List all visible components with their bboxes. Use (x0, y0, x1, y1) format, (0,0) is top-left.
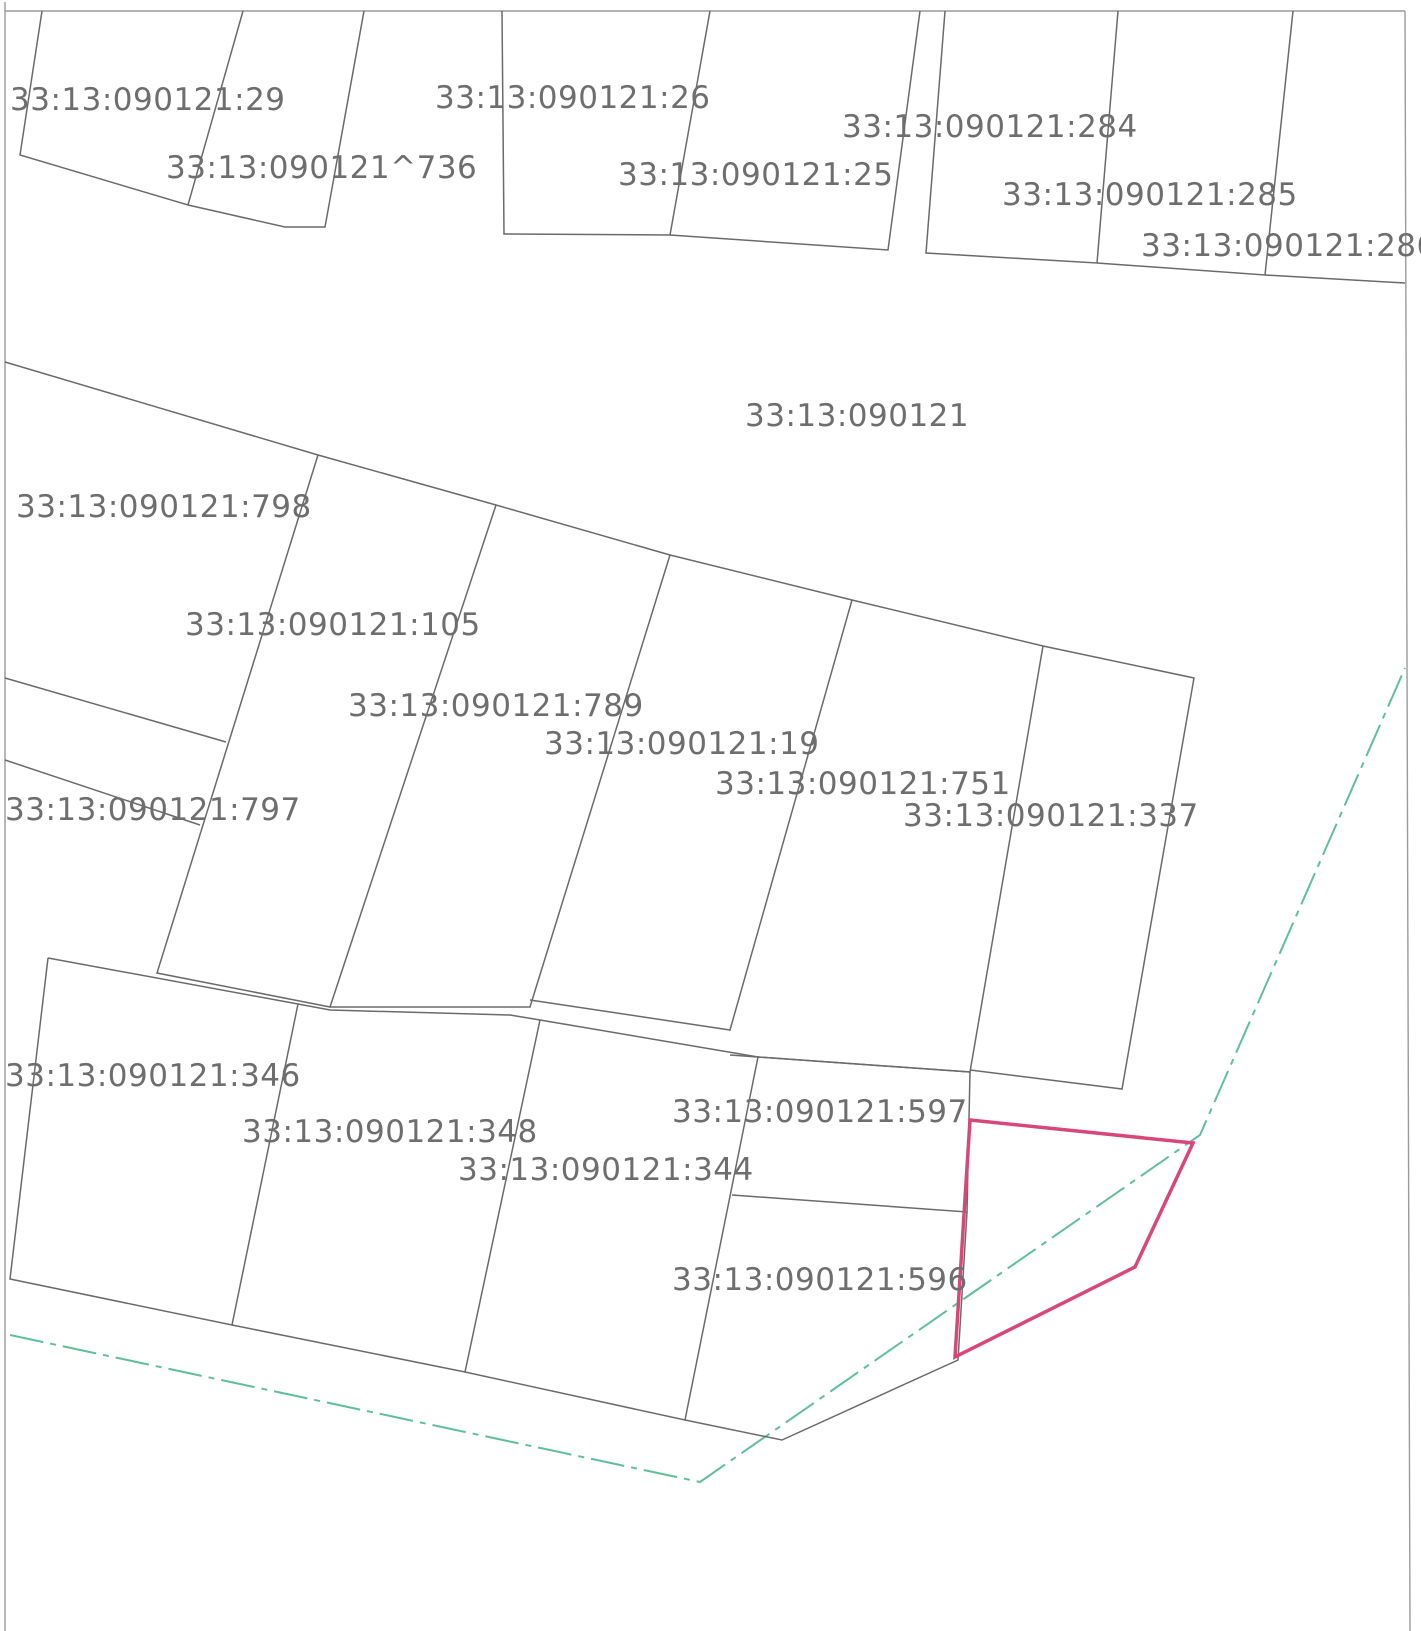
parcel-outline-29 (19, 10, 244, 206)
highlighted-parcel[interactable] (953, 1118, 1196, 1360)
parcel-label-797[interactable]: 33:13:090121:797 (5, 792, 301, 828)
parcel-outline-348 (231, 1003, 541, 1373)
quarter-label: 33:13:090121 (745, 398, 969, 434)
parcel-label-26[interactable]: 33:13:090121:26 (435, 80, 711, 116)
parcel-label-751[interactable]: 33:13:090121:751 (715, 766, 1011, 802)
parcel-outline-26 (501, 10, 711, 236)
parcel-outline-798-lower (4, 677, 227, 743)
parcel-outline-789 (330, 554, 671, 1008)
parcel-label-789[interactable]: 33:13:090121:789 (348, 688, 644, 724)
sheet-frame (4, 2, 1411, 1631)
parcel-labels: 33:13:090121:29 33:13:090121^736 33:13:0… (5, 80, 1421, 1298)
parcel-label-596[interactable]: 33:13:090121:596 (672, 1262, 968, 1298)
parcel-label-337[interactable]: 33:13:090121:337 (903, 798, 1199, 834)
parcel-label-344[interactable]: 33:13:090121:344 (458, 1152, 754, 1188)
parcel-outlines (4, 10, 1406, 1441)
parcel-outline-105 (156, 454, 497, 1008)
parcel-outline-286 (1264, 274, 1406, 284)
parcel-label-346[interactable]: 33:13:090121:346 (5, 1058, 301, 1094)
parcel-label-798[interactable]: 33:13:090121:798 (16, 489, 312, 525)
parcel-label-29[interactable]: 33:13:090121:29 (10, 82, 286, 118)
parcel-outline-751 (729, 645, 1044, 1073)
parcel-label-597[interactable]: 33:13:090121:597 (672, 1094, 968, 1130)
parcel-outline-284 (925, 10, 1119, 264)
parcel-label-284[interactable]: 33:13:090121:284 (842, 109, 1138, 145)
parcel-outline-344 (464, 1019, 759, 1421)
parcel-label-286[interactable]: 33:13:090121:286 (1141, 228, 1421, 264)
parcel-label-19[interactable]: 33:13:090121:19 (544, 726, 820, 762)
parcel-outline-25 (669, 10, 921, 251)
parcel-label-105[interactable]: 33:13:090121:105 (185, 607, 481, 643)
quarter-boundary-line (9, 667, 1406, 1484)
parcel-outline-596 (684, 1211, 968, 1441)
parcel-outline-597 (731, 1056, 971, 1213)
parcel-outline-797 (4, 759, 201, 826)
parcel-label-25[interactable]: 33:13:090121:25 (618, 157, 894, 193)
parcel-label-348[interactable]: 33:13:090121:348 (242, 1114, 538, 1150)
parcel-label-285[interactable]: 33:13:090121:285 (1002, 177, 1298, 213)
parcel-outline-19 (529, 599, 853, 1031)
parcel-outline-736 (187, 10, 365, 228)
parcel-label-736[interactable]: 33:13:090121^736 (166, 150, 477, 186)
